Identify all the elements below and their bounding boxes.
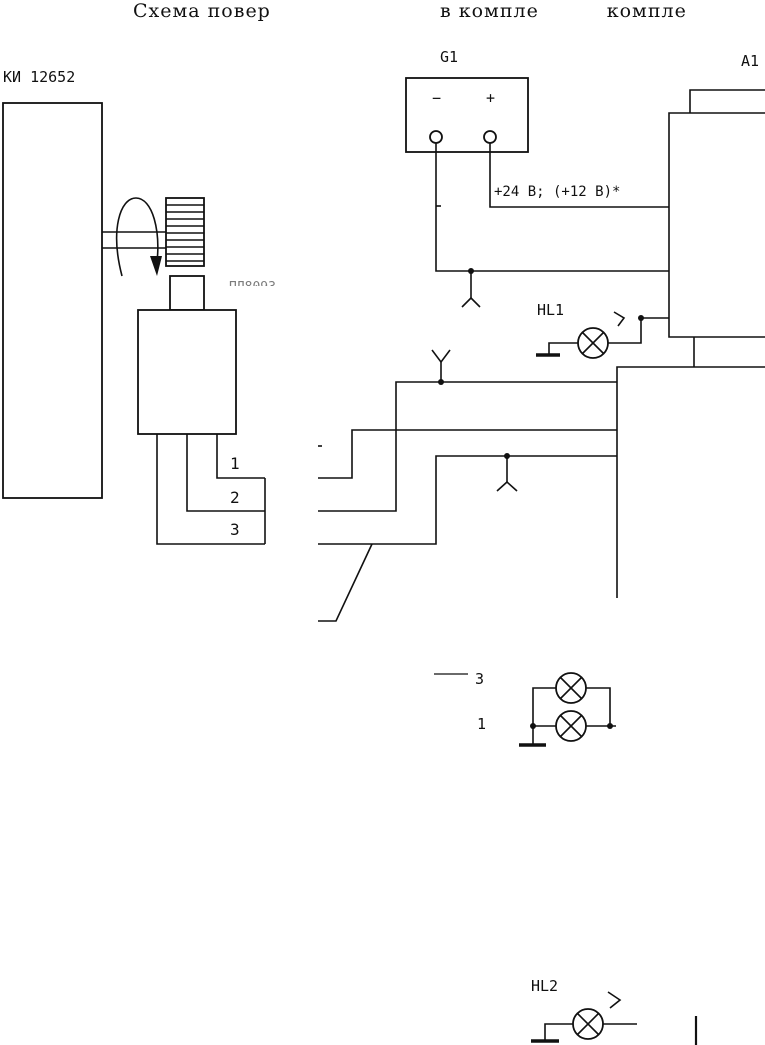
g1-power-supply [405, 77, 529, 153]
fragment-label-3: 3 [475, 670, 484, 688]
g1-plus-sign: + [486, 89, 495, 107]
g1-minus-sign: − [432, 89, 441, 107]
g1-plus-terminal [483, 130, 497, 144]
diagram-title: Схема поверки [133, 0, 297, 22]
wire-number-1: 1 [230, 454, 240, 473]
hl1-label: HL1 [537, 301, 564, 319]
sensor-wires [156, 434, 266, 545]
sensor-body [137, 309, 237, 435]
wire-number-2: 2 [230, 488, 240, 507]
antenna-symbol-upper-icon [431, 349, 451, 385]
sensor-label-mask [229, 286, 309, 294]
diagram-title-tail: в компле [588, 0, 687, 22]
lamp-pair-icon [519, 672, 616, 747]
ki-stand-block [2, 102, 103, 499]
diagram-title-tail-2: в компле [440, 0, 539, 22]
rotation-arrow-icon [115, 197, 162, 277]
ground-symbol-lower-icon [496, 453, 518, 492]
supply-wires [435, 143, 669, 272]
g1-label: G1 [440, 48, 458, 66]
sensor-head [169, 275, 205, 311]
a1-label: A1 [741, 52, 759, 70]
g1-minus-terminal [429, 130, 443, 144]
hl2-lamp-icon [531, 991, 698, 1045]
supply-voltage-label: +24 В; (+12 В)* [494, 184, 620, 200]
hl1-lamp-icon [536, 311, 669, 359]
harness-wires [318, 381, 617, 622]
title-faded-gap [270, 2, 600, 22]
gear-icon [165, 197, 205, 267]
wire-number-3: 3 [230, 520, 240, 539]
fragment-label-1: 1 [477, 715, 486, 733]
hl2-label: HL2 [531, 977, 558, 995]
ki-stand-label: КИ 12652 [3, 68, 75, 86]
a1-unit [616, 89, 765, 598]
ground-symbol-icon [461, 268, 481, 308]
